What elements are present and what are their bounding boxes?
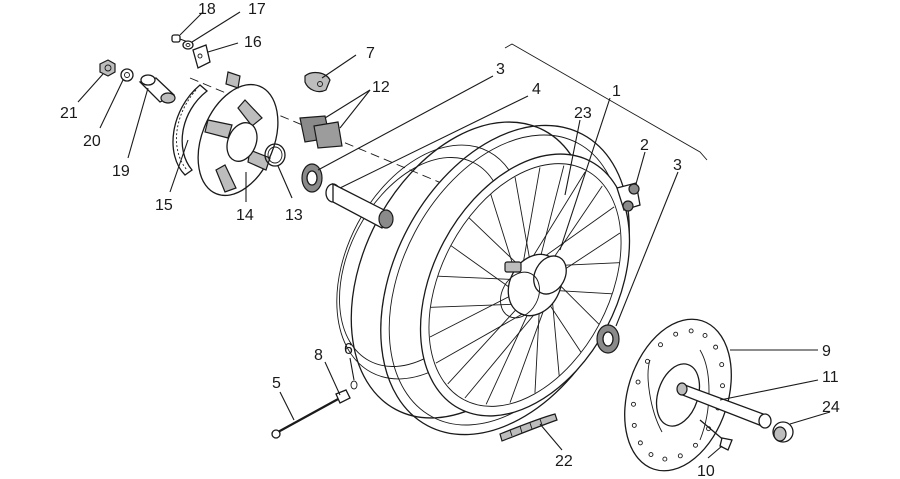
disc-hole	[658, 342, 663, 348]
spoke	[464, 304, 544, 399]
disc-hole	[648, 452, 654, 458]
assembly-bracket	[504, 43, 708, 161]
washer-20	[120, 68, 134, 82]
pin-6	[350, 380, 358, 390]
spoke	[538, 165, 565, 264]
brake-pads-12	[299, 115, 343, 149]
label-23: 23	[574, 105, 592, 122]
label-7: 7	[366, 45, 375, 62]
label-20: 20	[83, 133, 101, 150]
axle-11	[676, 382, 772, 429]
spoke	[485, 306, 532, 405]
spoke	[468, 217, 524, 271]
disc-hole	[693, 442, 698, 448]
label-15: 15	[155, 197, 173, 214]
label-3-lower: 3	[673, 157, 682, 174]
spoke	[545, 185, 603, 270]
disc-hole	[702, 332, 708, 338]
label-10: 10	[697, 463, 715, 479]
spoke	[546, 299, 582, 353]
label-1: 1	[612, 83, 621, 100]
label-18: 18	[198, 1, 216, 18]
spoke	[447, 300, 525, 385]
valve-2	[616, 182, 641, 212]
label-5: 5	[272, 375, 281, 392]
disc-hole	[713, 344, 719, 350]
screw-10	[699, 419, 733, 451]
spoke	[550, 289, 613, 295]
disc-hole	[662, 456, 668, 462]
label-21: 21	[60, 105, 78, 122]
disc-hole	[631, 401, 636, 407]
label-9: 9	[822, 343, 831, 360]
spoke	[429, 290, 520, 338]
bearing-3-right	[596, 324, 620, 354]
disc-hole	[637, 440, 643, 446]
label-4: 4	[532, 81, 541, 98]
label-22: 22	[555, 453, 573, 470]
bracket-plate-16	[192, 44, 211, 69]
disc-hole	[631, 422, 637, 428]
label-19: 19	[112, 163, 130, 180]
disc-hole	[720, 383, 725, 389]
disc-hole	[635, 379, 641, 385]
brake-disc-9	[624, 318, 732, 472]
washer-17	[182, 40, 194, 50]
bearing-3-left	[301, 163, 323, 193]
brake-plate-14	[197, 71, 279, 197]
spoke	[534, 306, 540, 393]
o-ring-13	[264, 143, 286, 167]
spoke	[514, 177, 531, 264]
axle-spacer-4	[325, 182, 394, 229]
disc-hole	[644, 358, 650, 364]
spacer-19	[138, 74, 176, 104]
label-13: 13	[285, 207, 303, 224]
tone-ring-15	[172, 84, 209, 176]
nut-21	[99, 59, 116, 77]
spoke	[437, 275, 520, 281]
leader-lines	[77, 11, 831, 459]
label-24: 24	[822, 399, 840, 416]
label-12: 12	[372, 79, 390, 96]
cap-24	[772, 421, 794, 443]
spoke	[509, 296, 550, 403]
label-3-upper: 3	[496, 61, 505, 78]
label-6: 6	[344, 341, 353, 358]
label-14: 14	[236, 207, 254, 224]
bolt-5	[271, 397, 341, 439]
label-16: 16	[244, 34, 262, 51]
spoke	[520, 167, 541, 274]
disc-hole	[688, 328, 694, 334]
label-17: 17	[248, 1, 266, 18]
disc-hole	[719, 362, 725, 368]
spoke	[526, 171, 586, 266]
label-8: 8	[314, 347, 323, 364]
weight-22	[499, 413, 558, 442]
disc-hole	[677, 453, 683, 459]
disc-hole	[673, 331, 679, 337]
label-2: 2	[640, 137, 649, 154]
wheel-hub	[500, 253, 567, 319]
wheel-rim	[336, 121, 631, 436]
spoke	[435, 306, 535, 364]
spoke	[535, 206, 615, 264]
label-11: 11	[822, 369, 839, 386]
